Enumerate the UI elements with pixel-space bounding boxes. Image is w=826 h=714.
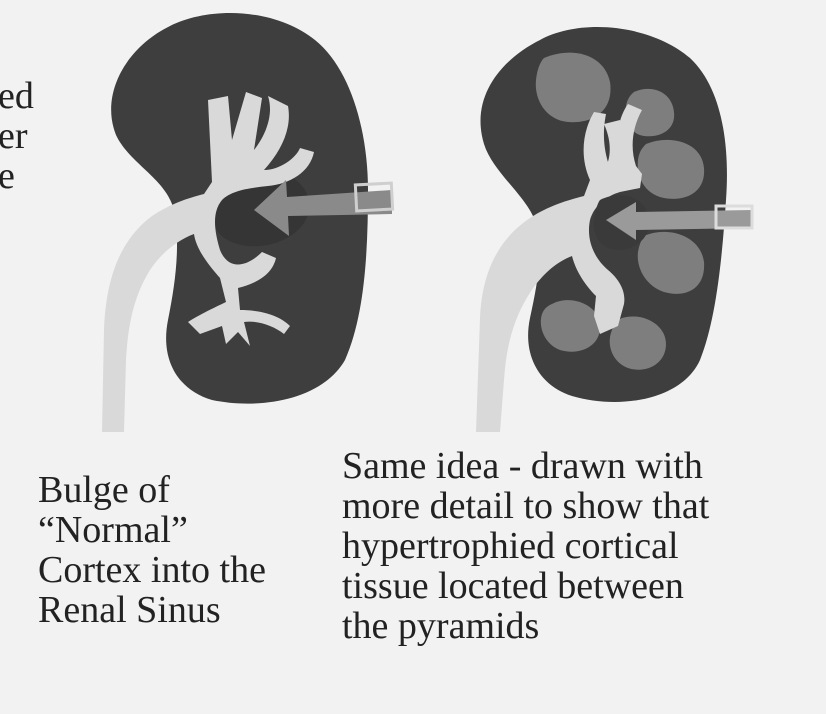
pyramid [625, 88, 675, 137]
right-arrow [606, 202, 754, 240]
left-caption: Bulge of “Normal” Cortex into the Renal … [38, 470, 266, 630]
partial-text-line: ed [0, 75, 34, 117]
caption-line: Cortex into the [38, 549, 266, 591]
left-collecting-system [102, 92, 314, 432]
caption-line: hypertrophied cortical [342, 525, 679, 567]
partial-text-line: e [0, 155, 15, 197]
pyramid [609, 316, 666, 370]
pyramid [535, 52, 611, 123]
right-caption: Same idea - drawn with more detail to sh… [342, 446, 709, 646]
right-pyramids [535, 52, 705, 370]
caption-line: Bulge of [38, 469, 170, 511]
pyramid [637, 139, 705, 199]
pyramid [637, 231, 705, 294]
right-collecting-system [476, 104, 642, 432]
caption-line: “Normal” [38, 509, 188, 551]
pyramid [540, 300, 601, 352]
caption-line: tissue located between [342, 565, 684, 607]
left-arrow [254, 180, 395, 236]
partial-text-block: ed er e [0, 76, 34, 196]
caption-line: the pyramids [342, 605, 540, 647]
caption-line: Renal Sinus [38, 589, 221, 631]
caption-line: more detail to show that [342, 485, 710, 527]
partial-text-line: er [0, 115, 28, 157]
caption-line: Same idea - drawn with [342, 445, 703, 487]
